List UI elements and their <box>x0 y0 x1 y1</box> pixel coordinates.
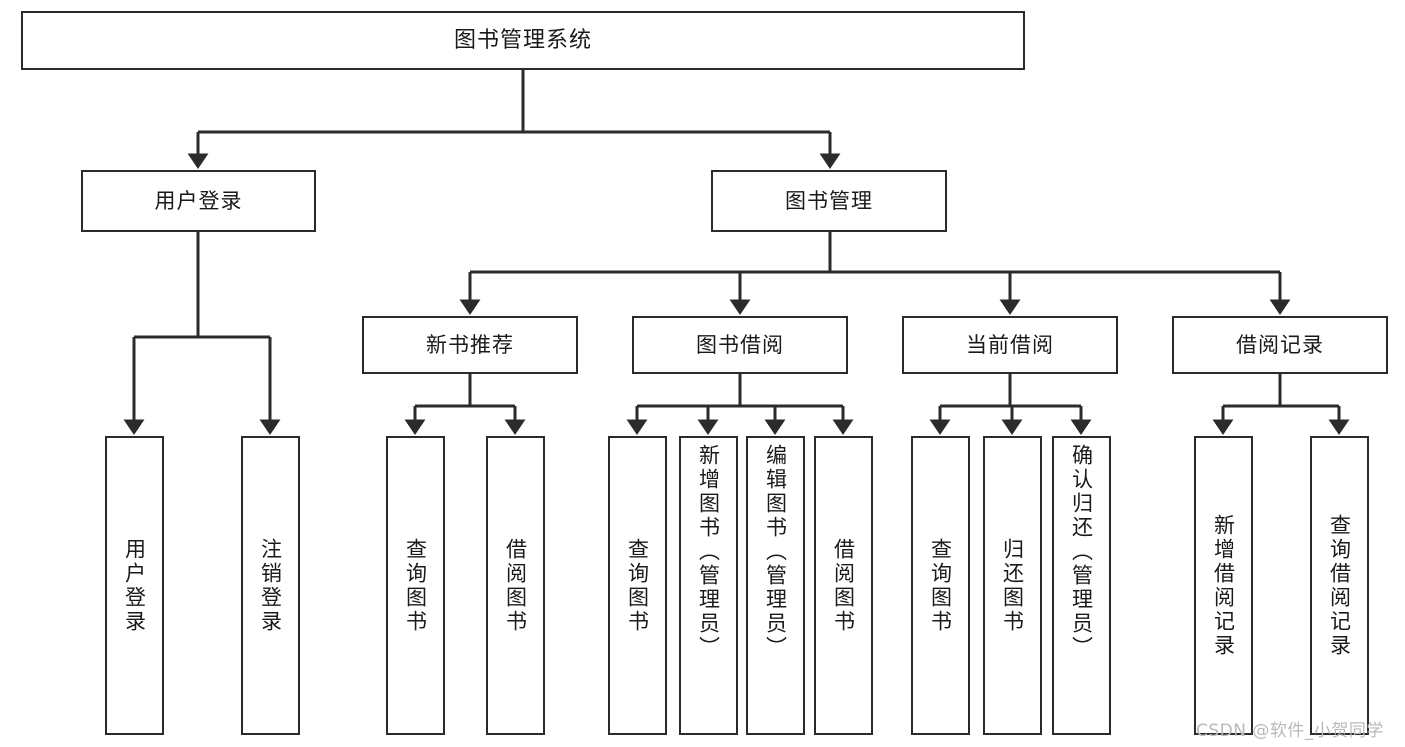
node-current-borrow[interactable]: 当前借阅 <box>902 316 1118 374</box>
node-leaf-return-book[interactable]: 归还图书 <box>983 436 1042 735</box>
node-root-system[interactable]: 图书管理系统 <box>21 11 1025 70</box>
node-label: 归还图书 <box>1000 537 1025 634</box>
node-label: 注销登录 <box>258 537 283 634</box>
node-label: 用户登录 <box>122 537 147 634</box>
node-new-book-recommend[interactable]: 新书推荐 <box>362 316 578 374</box>
node-label: 查询借阅记录 <box>1327 513 1352 658</box>
node-book-borrow[interactable]: 图书借阅 <box>632 316 848 374</box>
node-leaf-query-book-borrow[interactable]: 查询图书 <box>608 436 667 735</box>
csdn-watermark: CSDN @软件_小贺同学 <box>1196 721 1384 741</box>
node-leaf-query-book-recommend[interactable]: 查询图书 <box>386 436 445 735</box>
node-label: 新增借阅记录 <box>1211 513 1236 658</box>
node-label: 当前借阅 <box>966 332 1054 357</box>
node-label: 图书借阅 <box>696 332 784 357</box>
node-leaf-query-book-current[interactable]: 查询图书 <box>911 436 970 735</box>
node-label: 图书管理 <box>785 188 873 213</box>
node-label: 查询图书 <box>403 537 428 634</box>
node-label: 用户登录 <box>154 188 243 213</box>
node-label: 确认归还（管理员） <box>1069 444 1094 660</box>
node-label: 借阅图书 <box>503 537 528 634</box>
node-label: 查询图书 <box>625 537 650 634</box>
node-leaf-user-login[interactable]: 用户登录 <box>105 436 164 735</box>
node-leaf-user-logout[interactable]: 注销登录 <box>241 436 300 735</box>
node-book-manage[interactable]: 图书管理 <box>711 170 947 232</box>
node-leaf-add-book-admin[interactable]: 新增图书（管理员） <box>679 436 738 735</box>
node-label: 新增图书（管理员） <box>696 444 721 660</box>
node-label: 借阅图书 <box>831 537 856 634</box>
node-label: 图书管理系统 <box>453 27 592 53</box>
node-borrow-record[interactable]: 借阅记录 <box>1172 316 1388 374</box>
node-label: 编辑图书（管理员） <box>763 444 788 660</box>
node-leaf-borrow-book[interactable]: 借阅图书 <box>814 436 873 735</box>
node-label: 借阅记录 <box>1236 332 1324 357</box>
node-user-login[interactable]: 用户登录 <box>81 170 316 232</box>
node-leaf-add-borrow-record[interactable]: 新增借阅记录 <box>1194 436 1253 735</box>
node-leaf-borrow-book-recommend[interactable]: 借阅图书 <box>486 436 545 735</box>
node-leaf-confirm-return-admin[interactable]: 确认归还（管理员） <box>1052 436 1111 735</box>
node-label: 新书推荐 <box>426 332 514 357</box>
node-leaf-query-borrow-record[interactable]: 查询借阅记录 <box>1310 436 1369 735</box>
node-label: 查询图书 <box>928 537 953 634</box>
node-leaf-edit-book-admin[interactable]: 编辑图书（管理员） <box>746 436 805 735</box>
